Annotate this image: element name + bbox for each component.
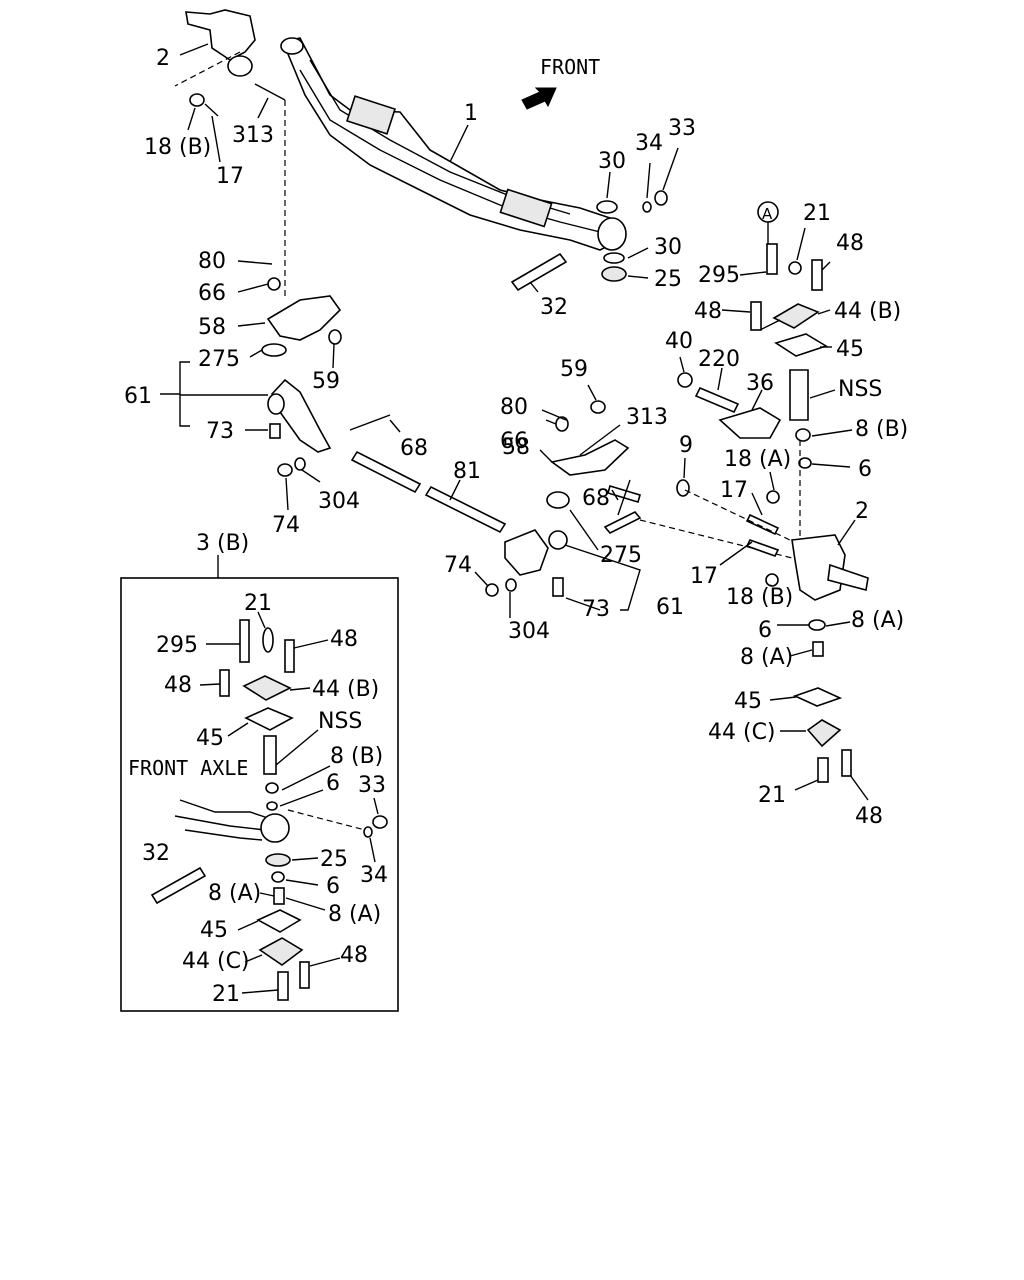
callout-81: 81 <box>453 459 481 484</box>
inset-callout-48-1: 48 <box>330 627 358 652</box>
inset-callout-32: 32 <box>142 841 170 866</box>
callout-2-right: 2 <box>855 499 869 524</box>
callout-32-top: 32 <box>540 295 568 320</box>
leader-lines <box>160 43 869 994</box>
callout-45-right: 45 <box>836 337 864 362</box>
inset-callout-8b: 8 (B) <box>330 744 383 769</box>
callout-6-right-2: 6 <box>758 618 772 643</box>
inset-callout-45-1: 45 <box>196 726 224 751</box>
callout-17-top: 17 <box>216 164 244 189</box>
callout-66-left: 66 <box>198 281 226 306</box>
callout-313-mid: 313 <box>626 405 668 430</box>
steering-arm-mid <box>546 400 801 561</box>
callout-59-left: 59 <box>312 369 340 394</box>
callout-2-top: 2 <box>156 46 170 71</box>
callout-74-left: 74 <box>272 513 300 538</box>
callout-80-left: 80 <box>198 249 226 274</box>
callout-18b-right: 18 (B) <box>726 585 793 610</box>
circled-a-label: A <box>762 205 773 223</box>
inset-frame <box>120 577 399 1012</box>
callout-33-top: 33 <box>668 116 696 141</box>
callout-313-top: 313 <box>232 123 274 148</box>
callout-44b-right: 44 (B) <box>834 299 901 324</box>
callout-73-left: 73 <box>206 419 234 444</box>
callout-17-right-2: 17 <box>690 564 718 589</box>
callout-304-mid: 304 <box>508 619 550 644</box>
inset-callout-45-2: 45 <box>200 918 228 943</box>
callout-8a-right-2: 8 (A) <box>740 645 793 670</box>
callout-40: 40 <box>665 329 693 354</box>
callout-61-mid: 61 <box>656 595 684 620</box>
callout-48-right-3: 48 <box>855 804 883 829</box>
inset-callout-25: 25 <box>320 847 348 872</box>
callout-275-left: 275 <box>198 347 240 372</box>
callout-74-mid: 74 <box>444 553 472 578</box>
callout-68-left: 68 <box>400 436 428 461</box>
inset-callout-8a-2: 8 (A) <box>328 902 381 927</box>
callout-1: 1 <box>464 101 478 126</box>
tie-rod <box>350 450 568 597</box>
kingpin-parts-top-right <box>510 190 668 292</box>
callout-8a-right-1: 8 (A) <box>851 608 904 633</box>
callout-73-mid: 73 <box>582 597 610 622</box>
inset-callout-44c: 44 (C) <box>182 949 250 974</box>
callout-59-mid: 59 <box>560 357 588 382</box>
callout-275-mid: 275 <box>600 543 642 568</box>
inset-front-axle-label: FRONT AXLE <box>128 756 248 780</box>
steering-arm-left <box>261 277 391 477</box>
axle-beam <box>280 37 627 251</box>
callout-21-right-2: 21 <box>758 783 786 808</box>
callout-30-b: 30 <box>654 235 682 260</box>
callout-304-left: 304 <box>318 489 360 514</box>
inset-callout-6-2: 6 <box>326 874 340 899</box>
callout-220: 220 <box>698 347 740 372</box>
callout-6-right-1: 6 <box>858 457 872 482</box>
front-arrow-icon <box>521 87 557 110</box>
knuckle-right <box>676 243 869 783</box>
inset-callout-44b: 44 (B) <box>312 677 379 702</box>
inset-callout-295: 295 <box>156 633 198 658</box>
callout-61-left: 61 <box>124 384 152 409</box>
inset-callout-6-1: 6 <box>326 771 340 796</box>
callout-44c-right: 44 (C) <box>708 720 776 745</box>
callout-9: 9 <box>679 433 693 458</box>
callout-45-right-2: 45 <box>734 689 762 714</box>
inset-callout-34: 34 <box>360 863 388 888</box>
inset-callout-8a-1: 8 (A) <box>208 881 261 906</box>
callout-18a-right: 18 (A) <box>724 447 791 472</box>
callout-68-mid: 68 <box>582 486 610 511</box>
callout-34-top: 34 <box>635 131 663 156</box>
inset-callout-nss: NSS <box>318 709 362 734</box>
inset-callout-21-bot: 21 <box>212 982 240 1007</box>
inset-callout-48-2: 48 <box>164 673 192 698</box>
callout-25-top: 25 <box>654 267 682 292</box>
callout-48-right-2: 48 <box>694 299 722 324</box>
callout-58-mid: 58 <box>502 435 530 460</box>
callout-80-mid: 80 <box>500 395 528 420</box>
inset-callout-21-top: 21 <box>244 591 272 616</box>
callout-8b-right: 8 (B) <box>855 417 908 442</box>
callout-58-left: 58 <box>198 315 226 340</box>
callout-36: 36 <box>746 371 774 396</box>
knuckle-top-left <box>174 9 286 300</box>
inset-title-label: 3 (B) <box>196 531 249 556</box>
front-arrow-label: FRONT <box>540 55 600 79</box>
callout-295-right: 295 <box>698 263 740 288</box>
callout-30-a: 30 <box>598 149 626 174</box>
callout-nss-right: NSS <box>838 377 882 402</box>
callout-17-right-1: 17 <box>720 478 748 503</box>
inset-3b <box>120 555 399 1012</box>
callout-18b-top: 18 (B) <box>144 135 211 160</box>
front-direction-indicator: FRONT <box>521 55 600 110</box>
inset-callout-33: 33 <box>358 773 386 798</box>
callout-66-mid: 66 <box>500 429 528 454</box>
callout-48-right-1: 48 <box>836 231 864 256</box>
callout-21-right: 21 <box>803 201 831 226</box>
inset-callout-48-3: 48 <box>340 943 368 968</box>
